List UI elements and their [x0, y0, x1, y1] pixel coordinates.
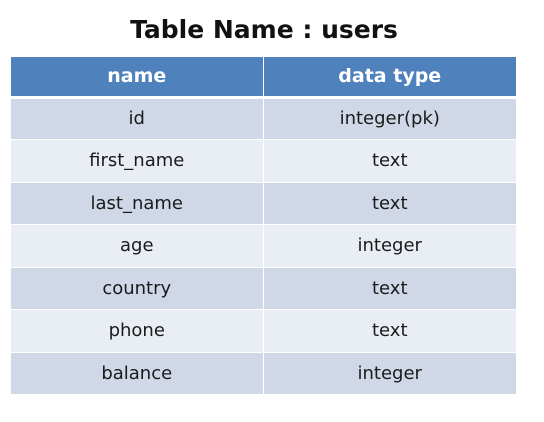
field-name-cell: first_name — [11, 139, 264, 183]
table-row: last_name text — [11, 182, 516, 225]
field-name-cell: phone — [11, 309, 264, 353]
schema-table: name data type id integer(pk) first_name… — [11, 57, 516, 395]
field-type-cell: text — [263, 309, 516, 353]
field-name-cell: balance — [11, 352, 264, 395]
field-name-cell: id — [11, 97, 264, 140]
table-row: first_name text — [11, 139, 516, 183]
field-type-cell: text — [263, 267, 516, 310]
page-title: Table Name : users — [130, 15, 398, 44]
table-row: age integer — [11, 224, 516, 268]
column-header-name: name — [11, 57, 264, 99]
table-body: id integer(pk) first_name text last_name… — [11, 97, 516, 395]
table-row: id integer(pk) — [11, 97, 516, 140]
field-name-cell: last_name — [11, 182, 264, 225]
field-type-cell: integer — [263, 224, 516, 268]
field-type-cell: text — [263, 139, 516, 183]
table-header: name data type — [11, 57, 516, 99]
field-type-cell: integer — [263, 352, 516, 395]
table-row: country text — [11, 267, 516, 310]
header-row: name data type — [11, 57, 516, 99]
field-type-cell: text — [263, 182, 516, 225]
field-type-cell: integer(pk) — [263, 97, 516, 140]
table-row: phone text — [11, 309, 516, 353]
table-row: balance integer — [11, 352, 516, 395]
column-header-data-type: data type — [263, 57, 516, 99]
field-name-cell: age — [11, 224, 264, 268]
field-name-cell: country — [11, 267, 264, 310]
